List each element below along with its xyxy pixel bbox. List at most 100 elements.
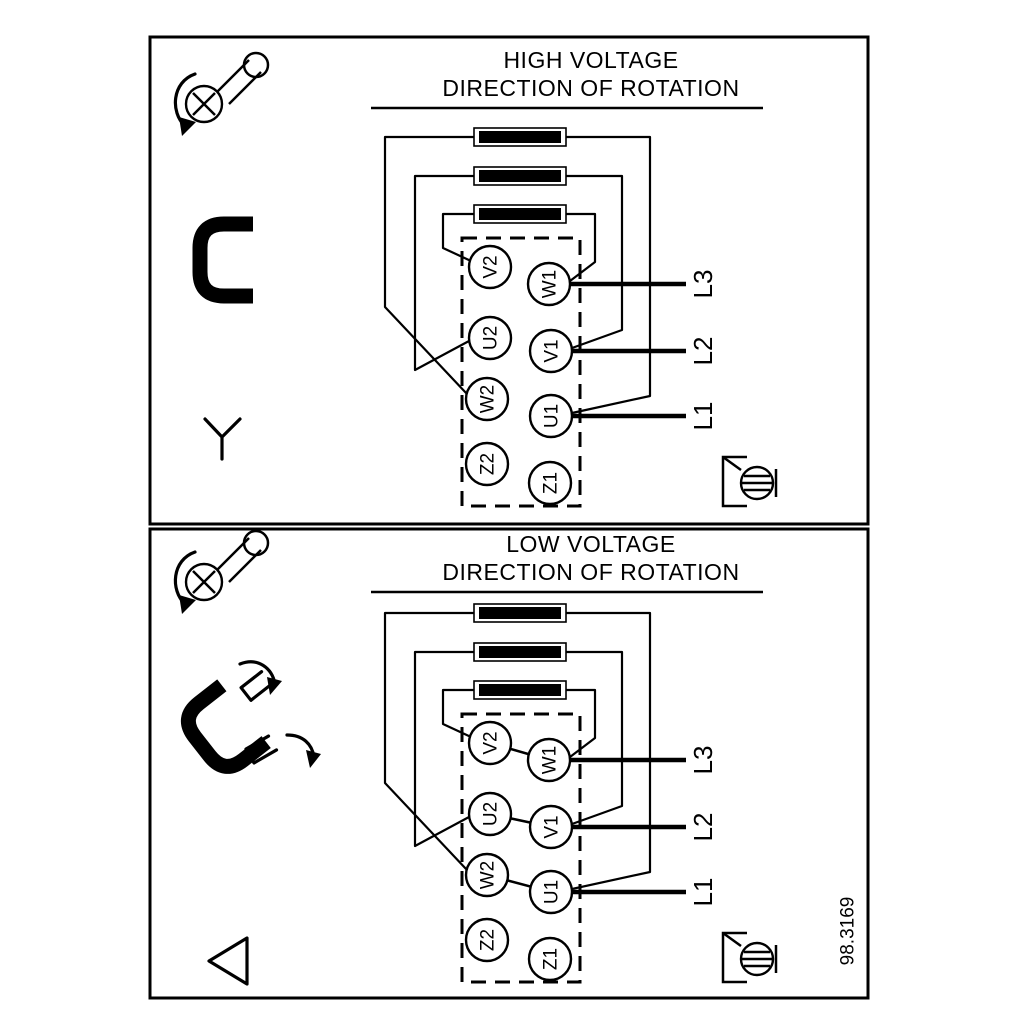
ground-terminal-icon — [721, 931, 778, 984]
terminal-u1 — [528, 869, 574, 915]
terminal-link-icon — [192, 216, 253, 304]
terminal-board-outline — [460, 236, 582, 508]
terminal-label-v1: V1 — [542, 815, 563, 838]
terminal-z2 — [464, 917, 510, 963]
jumper-wire — [413, 650, 478, 848]
supply-label-l2: L2 — [688, 813, 718, 842]
supply-label-l1: L1 — [688, 402, 718, 431]
ground-bracket-edge — [722, 931, 742, 948]
rotation-arrowhead — [179, 117, 196, 136]
removed-link-shape — [239, 670, 274, 702]
star-symbol — [203, 417, 242, 461]
jumper-link — [479, 170, 561, 182]
jumper-wire — [413, 174, 478, 372]
jumper-wire — [562, 135, 652, 415]
delta-connection-wiring: L3 L2 L1 V2 U2 W2 Z2 W1 V1 U1 Z1 — [383, 603, 718, 984]
terminal-label-z2: Z2 — [478, 453, 499, 475]
high-voltage-panel-frame — [148, 35, 870, 526]
link-bracket — [180, 679, 271, 774]
drawing-ref-number: 98.3169 — [838, 897, 859, 966]
jumper-wire — [383, 611, 478, 871]
terminal-board-outline — [460, 712, 582, 984]
terminal-z1 — [527, 936, 573, 982]
screw-rotation-icon — [173, 51, 270, 136]
terminal-label-u2: U2 — [481, 326, 502, 350]
jumper-wire — [562, 611, 652, 891]
removed-link — [239, 670, 274, 702]
supply-label-l2: L2 — [688, 337, 718, 366]
panel-low-voltage: LOW VOLTAGE DIRECTION OF ROTATION — [173, 529, 778, 986]
screw-tip — [242, 529, 270, 557]
jumper-link — [479, 208, 561, 220]
jumper-link-bar — [473, 204, 567, 224]
screw-tip — [242, 51, 270, 79]
ground-screw-slots — [741, 950, 773, 968]
phillips-cross — [192, 570, 216, 594]
ground-bracket — [721, 455, 747, 508]
terminal-label-v1: V1 — [542, 339, 563, 362]
terminal-u1 — [528, 393, 574, 439]
link-bracket-shape — [180, 679, 271, 774]
screw-rotation-icon — [173, 529, 270, 614]
terminal-w2 — [464, 376, 510, 422]
jumper-link-bar — [473, 127, 567, 147]
jumper-link — [479, 607, 561, 619]
terminal-label-z1: Z1 — [541, 472, 562, 494]
low-voltage-panel-frame — [148, 527, 870, 1000]
ground-bracket — [721, 931, 747, 984]
phillips-cross — [192, 92, 216, 116]
terminal-w1 — [526, 737, 572, 783]
terminal-v2 — [467, 244, 513, 290]
delta-symbol — [207, 936, 249, 986]
terminal-label-w2: W2 — [478, 385, 499, 414]
terminal-label-v2: V2 — [481, 731, 502, 754]
supply-label-l1: L1 — [688, 878, 718, 907]
panel-title: HIGH VOLTAGE — [503, 47, 678, 73]
terminal-label-w2: W2 — [478, 861, 499, 890]
jumper-link — [479, 646, 561, 658]
link-bracket — [192, 216, 253, 304]
terminal-z1 — [527, 460, 573, 506]
terminal-u2 — [467, 315, 513, 361]
panel-subtitle: DIRECTION OF ROTATION — [442, 559, 739, 585]
terminal-w2 — [464, 852, 510, 898]
move-arrowhead — [267, 677, 282, 695]
jumper-link-bar — [473, 603, 567, 623]
terminal-links-rearrange-icon — [180, 660, 321, 774]
star-symbol-icon — [203, 417, 242, 461]
move-arrowhead — [306, 750, 321, 768]
removed-link — [244, 734, 279, 765]
ground-screw-slots — [741, 474, 773, 492]
star-connection-wiring: L3 L2 L1 V2 U2 W2 Z2 W1 V1 U1 Z1 — [383, 127, 718, 508]
terminal-z2 — [464, 441, 510, 487]
terminal-label-z2: Z2 — [478, 929, 499, 951]
terminal-label-u2: U2 — [481, 802, 502, 826]
jumper-wire — [383, 135, 478, 395]
jumper-link-bar — [473, 680, 567, 700]
terminal-label-w1: W1 — [540, 746, 561, 775]
panel-high-voltage: HIGH VOLTAGE DIRECTION OF ROTATION — [173, 47, 778, 508]
jumper-link — [479, 131, 561, 143]
terminal-label-v2: V2 — [481, 255, 502, 278]
jumper-link — [479, 684, 561, 696]
terminal-label-u1: U1 — [542, 404, 563, 428]
terminal-v1 — [528, 328, 574, 374]
jumper-wire — [441, 688, 478, 738]
delta-symbol-icon — [207, 936, 249, 986]
jumper-wire — [562, 688, 597, 758]
jumper-wire — [562, 650, 624, 826]
panel-subtitle: DIRECTION OF ROTATION — [442, 75, 739, 101]
supply-label-l3: L3 — [688, 746, 718, 775]
supply-label-l3: L3 — [688, 270, 718, 299]
jumper-wire — [562, 174, 624, 350]
terminal-label-u1: U1 — [542, 880, 563, 904]
jumper-wire — [441, 212, 478, 262]
ground-bracket-edge — [722, 455, 742, 472]
removed-link-shape — [244, 734, 279, 765]
terminal-v2 — [467, 720, 513, 766]
panel-title: LOW VOLTAGE — [506, 531, 676, 557]
ground-terminal-icon — [721, 455, 778, 508]
rotation-arrowhead — [179, 595, 196, 614]
